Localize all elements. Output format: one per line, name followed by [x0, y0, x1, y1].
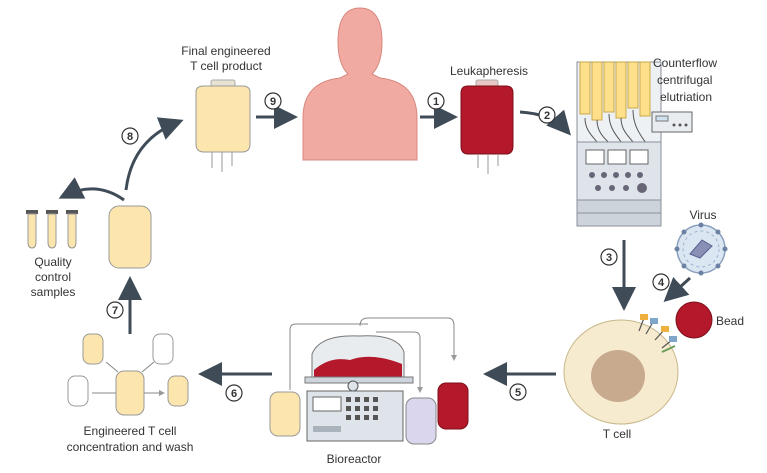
svg-text:5: 5 — [515, 387, 521, 399]
step-badge-7: 7 — [106, 301, 124, 319]
bioreactor-console — [306, 390, 404, 442]
svg-text:3: 3 — [606, 252, 612, 264]
bioreactor-virus-bag — [405, 397, 437, 445]
elutriation-label-3: elutriation — [660, 90, 712, 104]
wash-cluster — [67, 333, 189, 416]
patient-silhouette — [302, 7, 418, 161]
bioreactor-tubing — [289, 317, 457, 393]
step-badge-1: 1 — [427, 92, 445, 110]
step-badge-5: 5 — [509, 383, 527, 401]
step-badge-2: 2 — [538, 106, 556, 124]
final-product-label-1: Final engineered — [181, 44, 270, 58]
elutriation-label-1: Counterflow — [653, 56, 717, 70]
step-badge-9: 9 — [264, 92, 282, 110]
final-product-label-2: T cell product — [190, 59, 262, 73]
leukapheresis-blood-bag — [460, 79, 514, 174]
engineered-label-2: concentration and wash — [67, 440, 194, 454]
arrow-4 — [663, 276, 692, 303]
svg-text:9: 9 — [270, 96, 276, 108]
cell-receptors — [638, 314, 677, 353]
bioreactor-input-bag — [269, 391, 301, 437]
svg-text:8: 8 — [127, 131, 133, 143]
final-product-bag — [195, 79, 251, 172]
step-badge-3: 3 — [600, 248, 618, 266]
bioreactor-blood-bag — [437, 382, 469, 430]
qc-label-2: control — [35, 270, 71, 284]
elutriation-machine — [576, 61, 693, 227]
elutriation-label-2: centrifugal — [657, 73, 712, 87]
step-badge-6: 6 — [225, 384, 243, 402]
intermediate-bag — [108, 205, 152, 269]
bead-label: Bead — [716, 314, 744, 328]
t-cell — [563, 319, 679, 425]
t-cell-label: T cell — [603, 427, 631, 441]
svg-text:6: 6 — [231, 388, 237, 400]
virus-label: Virus — [689, 208, 716, 222]
svg-text:2: 2 — [544, 110, 550, 122]
svg-text:1: 1 — [433, 96, 439, 108]
svg-text:4: 4 — [658, 277, 665, 289]
bioreactor-label: Bioreactor — [327, 452, 382, 466]
qc-sample-tubes — [26, 210, 78, 249]
arrow-8 — [124, 117, 184, 191]
magnetic-bead — [675, 301, 713, 339]
step-badge-4: 4 — [652, 273, 670, 291]
bioreactor-rocker-bag — [304, 335, 414, 392]
arrow-qc — [58, 177, 125, 202]
step-badges: 9 1 2 3 4 5 6 7 8 — [106, 92, 670, 402]
engineered-label-1: Engineered T cell — [84, 424, 177, 438]
virus-particle — [674, 222, 728, 276]
qc-label-3: samples — [31, 285, 76, 299]
qc-label-1: Quality — [34, 255, 71, 269]
svg-text:7: 7 — [112, 305, 118, 317]
step-badge-8: 8 — [121, 127, 139, 145]
leukapheresis-label: Leukapheresis — [450, 64, 528, 78]
